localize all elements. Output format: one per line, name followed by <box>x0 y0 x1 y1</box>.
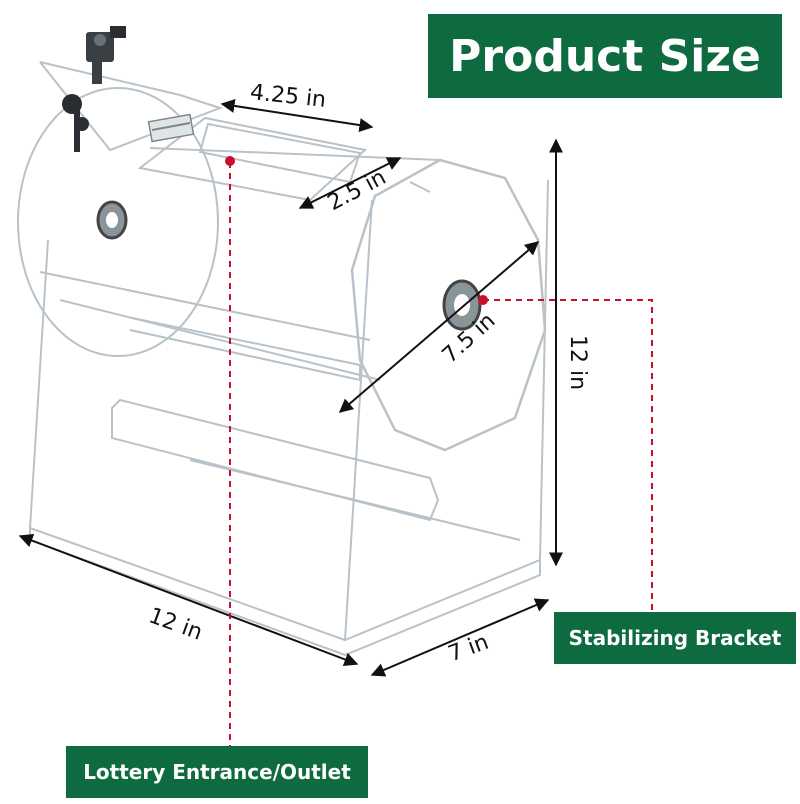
bracket-pointer-line <box>483 299 653 612</box>
hinge-icon <box>147 113 195 143</box>
entrance-door <box>39 61 368 202</box>
callout-pointers <box>229 162 653 748</box>
lottery-entrance-label: Lottery Entrance/Outlet <box>66 746 368 798</box>
lock-icon <box>86 26 126 62</box>
stand-body <box>29 179 549 657</box>
key-icon <box>62 60 102 152</box>
stabilizing-bracket-label: Stabilizing Bracket <box>554 612 796 664</box>
length-arrow <box>18 533 359 667</box>
height-label: 12 in <box>565 334 591 391</box>
page-title: Product Size <box>428 14 782 98</box>
drum-diameter-arrow <box>338 241 540 413</box>
right-drum-face <box>350 158 547 452</box>
depth-arrow <box>370 598 550 677</box>
left-drum-wheel <box>17 87 219 357</box>
bracket-pointer-dot <box>478 295 488 305</box>
door-width-arrow <box>220 98 374 133</box>
entrance-pointer-dot <box>225 156 235 166</box>
dimension-lines <box>18 98 563 677</box>
door-depth-arrow <box>298 157 402 209</box>
